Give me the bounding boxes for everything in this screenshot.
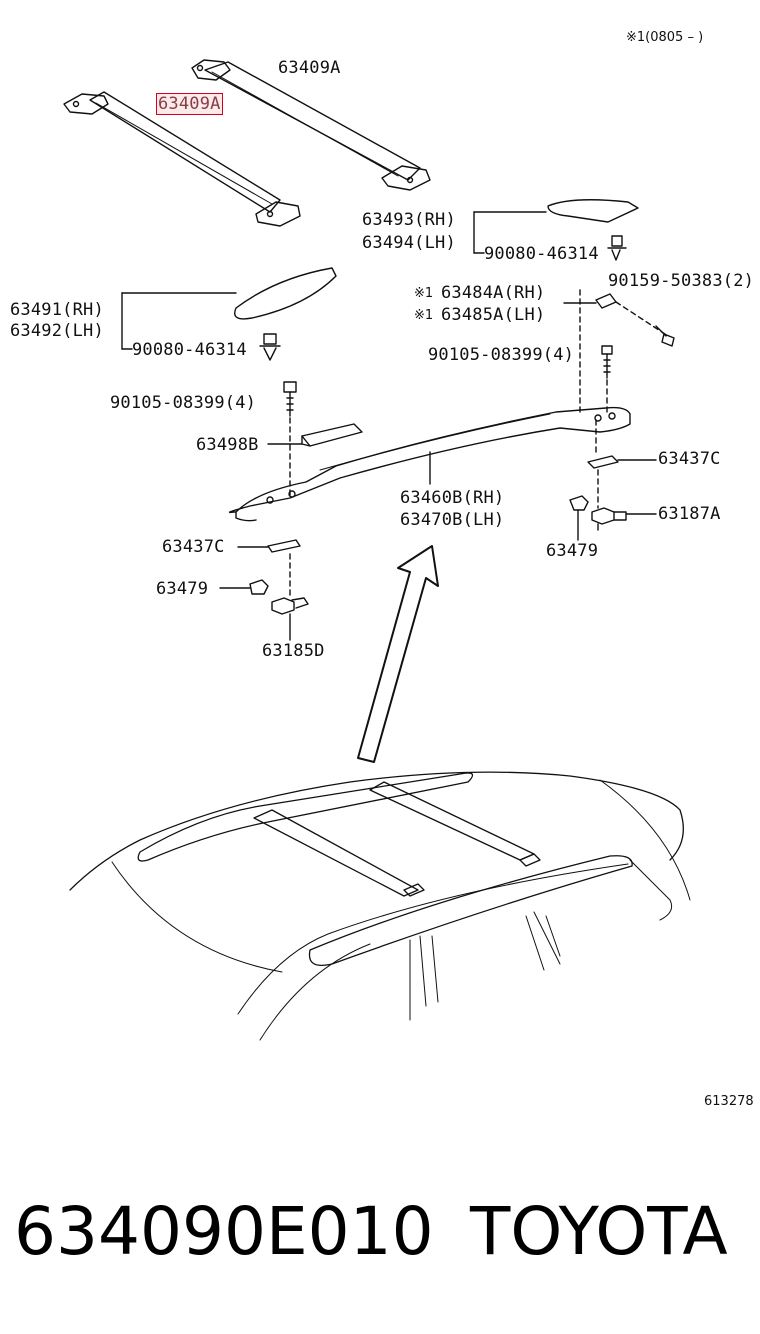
label-clip-front[interactable]: 90080-46314 xyxy=(484,244,599,264)
label-cover-front-lh[interactable]: 63494(LH) xyxy=(362,233,456,253)
label-rail-rh[interactable]: 63460B(RH) xyxy=(400,488,505,508)
label-cover-rear-rh[interactable]: 63491(RH) xyxy=(10,300,104,320)
label-bracket-rh[interactable]: 63484A(RH) xyxy=(441,283,546,303)
front-cover-drawing xyxy=(547,199,639,223)
label-crossbar-front-highlighted[interactable]: 63409A xyxy=(156,93,223,115)
pad-left-drawing xyxy=(249,579,269,595)
label-bolt-left[interactable]: 90105-08399(4) xyxy=(110,393,257,413)
part-number: 634090E010 xyxy=(14,1193,434,1270)
exploded-view-drawing xyxy=(63,59,691,1041)
label-pad-right[interactable]: 63479 xyxy=(546,541,599,561)
label-pad-left[interactable]: 63479 xyxy=(156,579,209,599)
label-bracket-lh[interactable]: 63485A(LH) xyxy=(441,305,546,325)
bracket-drawing xyxy=(595,293,617,309)
clip-front-drawing xyxy=(607,235,627,261)
rear-cover-drawing xyxy=(234,267,337,320)
label-bolt-right[interactable]: 90105-08399(4) xyxy=(428,345,575,365)
screw-drawing xyxy=(661,333,675,347)
mark-bracket-lh: ※1 xyxy=(414,308,434,323)
label-cover-front-rh[interactable]: 63493(RH) xyxy=(362,210,456,230)
bolt-right-drawing xyxy=(601,345,613,379)
label-spacer-left[interactable]: 63437C xyxy=(162,537,225,557)
pad-right-drawing xyxy=(569,495,589,511)
label-cover-rear-lh[interactable]: 63492(LH) xyxy=(10,321,104,341)
vehicle-roof-drawing xyxy=(69,771,691,1041)
mark-bracket-rh: ※1 xyxy=(414,286,434,301)
direction-arrow xyxy=(357,545,439,763)
figure-code: 613278 xyxy=(704,1094,754,1109)
bolt-left-drawing xyxy=(283,381,297,417)
label-spacer-right[interactable]: 63437C xyxy=(658,449,721,469)
crossbar-front-drawing xyxy=(63,91,301,227)
label-clip-rear[interactable]: 90080-46314 xyxy=(132,340,247,360)
rail-cover-drawing xyxy=(301,423,363,447)
label-nut-right[interactable]: 63187A xyxy=(658,504,721,524)
nut-right-drawing xyxy=(591,507,627,531)
label-rail-lh[interactable]: 63470B(LH) xyxy=(400,510,505,530)
crossbar-rear-drawing xyxy=(191,59,431,191)
spacer-left-drawing xyxy=(267,539,301,553)
clip-rear-drawing xyxy=(259,333,281,361)
nut-left-drawing xyxy=(271,597,309,615)
header-note: ※1(0805 – ) xyxy=(626,30,704,45)
label-screw-top[interactable]: 90159-50383(2) xyxy=(608,271,755,291)
roof-rail-drawing xyxy=(228,406,631,522)
label-nut-left[interactable]: 63185D xyxy=(262,641,325,661)
label-rail-cover[interactable]: 63498B xyxy=(196,435,259,455)
label-crossbar-rear[interactable]: 63409A xyxy=(278,58,341,78)
spacer-right-drawing xyxy=(587,455,619,469)
brand-name: TOYOTA xyxy=(470,1193,728,1270)
